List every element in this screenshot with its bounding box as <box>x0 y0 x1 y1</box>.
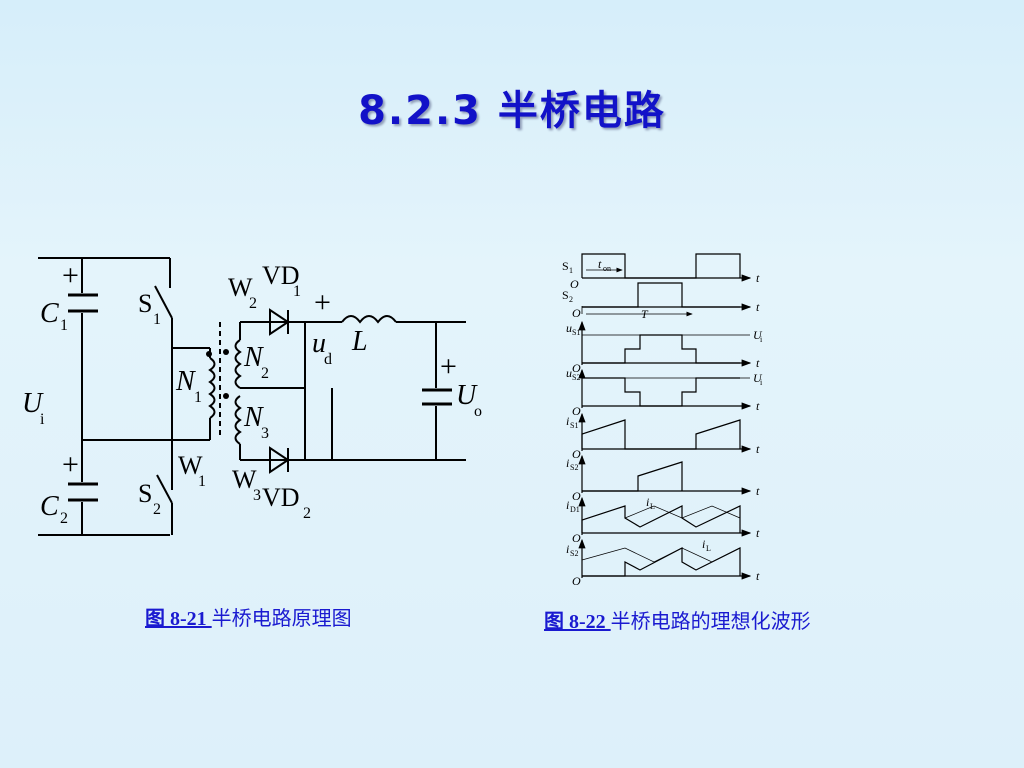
label-w1: W <box>178 451 203 480</box>
label-il-sub: L <box>650 502 655 511</box>
label-is1: i <box>566 414 569 428</box>
dot-marker <box>223 349 229 355</box>
label-ton-sub: on <box>603 264 611 273</box>
label-w2-sub: 2 <box>249 295 257 312</box>
label-ui-sub: i <box>760 335 763 344</box>
label-is2-sub: S2 <box>570 463 578 472</box>
label-us2-sub: S2 <box>572 373 580 382</box>
label-t: t <box>756 442 760 456</box>
label-id1: i <box>566 498 569 512</box>
label-vd2: VD <box>262 483 300 512</box>
diode-vd1-symbol <box>269 308 290 336</box>
plus-sign-c1: + <box>62 259 79 292</box>
label-w2: W <box>228 273 253 302</box>
label-ud: u <box>312 328 326 359</box>
label-origin: O <box>572 574 581 588</box>
label-vd1: VD <box>262 261 300 290</box>
label-s1-sub: 1 <box>569 266 573 275</box>
label-n2-sub: 2 <box>261 365 269 382</box>
label-t: t <box>756 569 760 583</box>
dot-marker <box>223 393 229 399</box>
label-is1-sub: S1 <box>570 421 578 430</box>
label-period: T <box>641 307 649 321</box>
label-c1: C <box>40 298 59 329</box>
label-t: t <box>756 271 760 285</box>
label-n1: N <box>175 366 196 397</box>
label-n3-sub: 3 <box>261 425 269 442</box>
label-origin: O <box>572 306 581 320</box>
label-s2-sub: 2 <box>569 295 573 304</box>
figure-number-link[interactable]: 图 8-22 <box>544 611 611 633</box>
label-s2-sub: 2 <box>153 501 161 518</box>
label-ud-sub: d <box>324 351 332 368</box>
page-title: 8.2.3 半桥电路 <box>358 88 666 134</box>
plus-sign-ud: + <box>314 286 331 319</box>
label-origin: O <box>570 277 579 291</box>
label-c2-sub: 2 <box>60 510 68 527</box>
label-il-sub: L <box>706 544 711 553</box>
label-origin: O <box>572 361 581 375</box>
label-t: t <box>756 356 760 370</box>
label-origin: O <box>572 531 581 545</box>
diode-vd2-symbol <box>269 446 290 474</box>
label-ton: t <box>598 257 602 271</box>
label-s2: S <box>562 288 569 302</box>
label-vd1-sub: 1 <box>293 283 301 300</box>
dot-marker <box>206 351 212 357</box>
label-w1-sub: 1 <box>198 473 206 490</box>
label-ui-sub: i <box>760 378 763 387</box>
label-uo-sub: o <box>474 403 482 420</box>
label-t: t <box>756 399 760 413</box>
label-origin: O <box>572 489 581 503</box>
figure-caption-text: 半桥电路的理想化波形 <box>610 611 811 633</box>
label-is2: i <box>566 456 569 470</box>
label-is2-bottom: i <box>566 542 569 556</box>
label-ui: U <box>22 388 44 419</box>
label-c1-sub: 1 <box>60 317 68 334</box>
figure-caption-8-22: 图 8-22 半桥电路的理想化波形 <box>544 605 811 634</box>
label-is2-bottom-sub: S2 <box>570 549 578 558</box>
label-origin: O <box>572 404 581 418</box>
figure-caption-text: 半桥电路原理图 <box>211 608 352 630</box>
label-il: i <box>702 537 705 551</box>
label-t: t <box>756 526 760 540</box>
label-t: t <box>756 484 760 498</box>
label-s1: S <box>562 259 569 273</box>
label-w3: W <box>232 465 257 494</box>
label-us1: u <box>566 321 572 335</box>
label-ui: U <box>753 328 763 342</box>
label-t: t <box>756 300 760 314</box>
label-l: L <box>351 326 368 357</box>
label-ui: U <box>753 371 763 385</box>
label-n3: N <box>243 402 264 433</box>
label-s1: S <box>138 289 152 318</box>
label-s2: S <box>138 479 152 508</box>
label-ui-sub: i <box>40 411 45 428</box>
label-n1-sub: 1 <box>194 389 202 406</box>
label-il: i <box>646 495 649 509</box>
figure-number-link[interactable]: 图 8-21 <box>145 608 212 630</box>
label-us2: u <box>566 366 572 380</box>
label-c2: C <box>40 491 59 522</box>
label-id1-sub: D1 <box>570 505 580 514</box>
label-s1-sub: 1 <box>153 311 161 328</box>
label-n2: N <box>243 342 264 373</box>
plus-sign-uo: + <box>440 350 457 383</box>
label-vd2-sub: 2 <box>303 505 311 522</box>
label-uo: U <box>456 380 478 411</box>
label-us1-sub: S1 <box>572 328 580 337</box>
figure-caption-8-21: 图 8-21 半桥电路原理图 <box>145 602 352 631</box>
label-origin: O <box>572 447 581 461</box>
plus-sign-c2: + <box>62 448 79 481</box>
label-w3-sub: 3 <box>253 487 261 504</box>
